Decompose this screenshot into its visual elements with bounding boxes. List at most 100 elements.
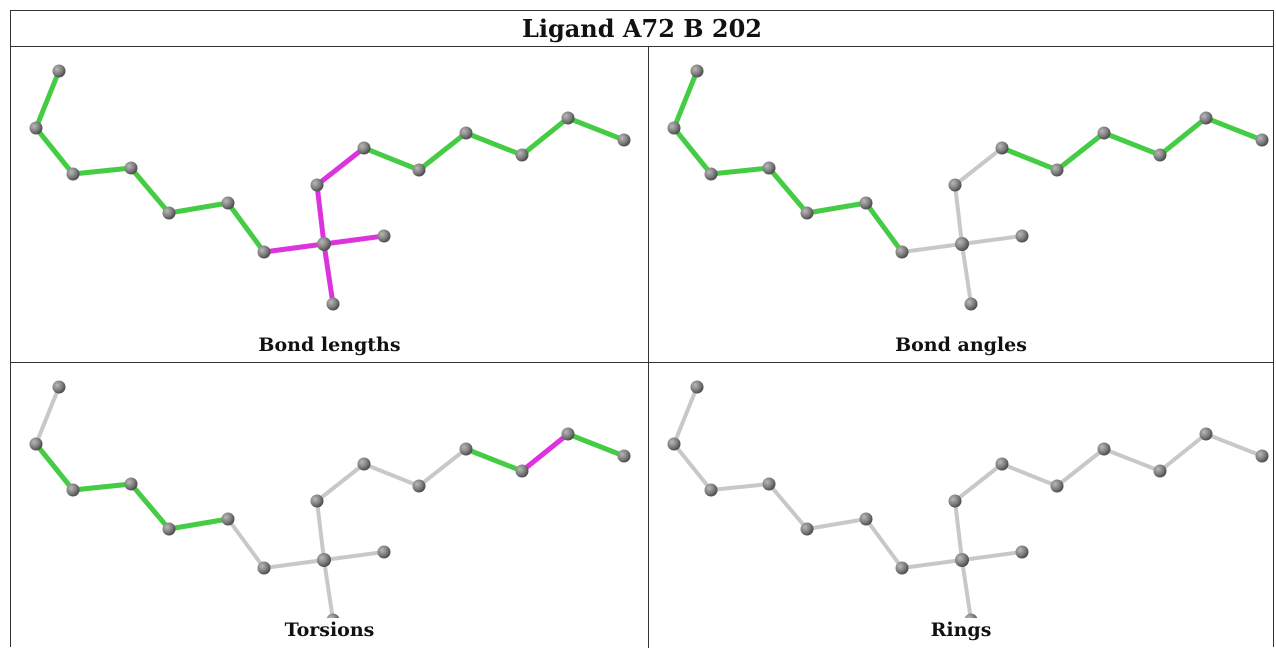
atom — [995, 457, 1009, 471]
atom — [704, 483, 718, 497]
atom — [412, 163, 426, 177]
atom — [1015, 229, 1029, 243]
bond-ok — [225, 200, 267, 255]
bond-neutral — [1055, 447, 1106, 488]
atom — [257, 561, 271, 575]
bond-ok — [33, 441, 76, 493]
bond-ok — [671, 125, 714, 177]
molecule-view — [29, 64, 631, 311]
bond-ok — [128, 165, 172, 216]
atom — [515, 464, 529, 478]
bond-neutral — [315, 499, 326, 562]
atom — [690, 380, 704, 394]
atom — [257, 245, 271, 259]
atom — [459, 442, 473, 456]
bond-neutral — [960, 558, 973, 618]
atom — [515, 148, 529, 162]
bond-neutral — [767, 482, 809, 531]
atom — [948, 494, 962, 508]
bond-ok — [463, 446, 525, 474]
bond-neutral — [709, 482, 771, 492]
atom — [617, 449, 631, 463]
atom — [617, 133, 631, 147]
bond-neutral — [417, 447, 468, 488]
atom — [459, 126, 473, 140]
atom — [762, 161, 776, 175]
atom — [124, 477, 138, 491]
bond-neutral — [900, 242, 964, 254]
atom — [310, 494, 324, 508]
bond-neutral — [805, 517, 868, 531]
atom — [859, 512, 873, 526]
atom — [690, 64, 704, 78]
atom — [955, 553, 969, 567]
atom — [995, 141, 1009, 155]
bond-neutral — [953, 462, 1004, 503]
table-title: Ligand A72 B 202 — [11, 11, 1273, 47]
atom — [667, 121, 681, 135]
bond-ok — [1157, 115, 1209, 158]
atom — [1255, 133, 1269, 147]
bond-ok — [166, 516, 231, 532]
bond-ok — [999, 145, 1060, 173]
bond-outlier — [519, 431, 571, 474]
panel-torsions: Torsions — [11, 363, 649, 648]
bond-neutral — [322, 558, 335, 618]
atom — [667, 437, 681, 451]
atom — [1153, 464, 1167, 478]
bond-ok — [671, 68, 700, 131]
atom — [377, 545, 391, 559]
atom — [66, 167, 80, 181]
atom — [895, 245, 909, 259]
bond-neutral — [953, 146, 1004, 187]
bond-ok — [463, 130, 525, 158]
bond-neutral — [960, 242, 973, 306]
bond-neutral — [1102, 447, 1162, 473]
atom — [162, 206, 176, 220]
atom — [29, 121, 43, 135]
ligand-validation-table: Ligand A72 B 202 Bond lengths Bond angle… — [10, 10, 1274, 648]
panel-caption: Bond lengths — [258, 334, 401, 356]
atom — [1255, 449, 1269, 463]
atom — [357, 457, 371, 471]
bond-neutral — [362, 462, 421, 488]
atom — [1097, 126, 1111, 140]
bond-neutral — [672, 385, 699, 446]
atom — [1050, 479, 1064, 493]
bond-ok — [708, 165, 772, 177]
atom — [317, 553, 331, 567]
atom — [310, 178, 324, 192]
bond-ok — [1101, 130, 1163, 158]
bond-neutral — [262, 558, 326, 570]
atom — [704, 167, 718, 181]
atom — [800, 522, 814, 536]
bond-outlier — [314, 145, 367, 188]
atom — [326, 613, 340, 618]
bond-ok — [416, 130, 469, 173]
atom — [955, 237, 969, 251]
atom — [221, 196, 235, 210]
panel-caption: Torsions — [284, 619, 375, 641]
panel-caption: Bond angles — [895, 334, 1027, 356]
bond-neutral — [960, 234, 1024, 246]
bond-outlier — [321, 233, 387, 247]
panel-rings: Rings — [649, 363, 1273, 648]
bond-ok — [519, 115, 571, 158]
atom — [377, 229, 391, 243]
bond-ok — [128, 481, 172, 532]
molecule-view — [667, 64, 1269, 311]
panel-bond-lengths: Bond lengths — [11, 47, 649, 363]
atom — [561, 111, 575, 125]
atom — [66, 483, 80, 497]
atom — [1199, 427, 1213, 441]
bond-neutral — [322, 550, 386, 562]
atom — [326, 297, 340, 311]
atom — [895, 561, 909, 575]
atom — [1199, 111, 1213, 125]
bond-neutral — [1158, 432, 1208, 473]
atom — [948, 178, 962, 192]
bond-neutral — [226, 517, 266, 570]
atom — [762, 477, 776, 491]
bond-ok — [1054, 130, 1107, 173]
atom — [162, 522, 176, 536]
